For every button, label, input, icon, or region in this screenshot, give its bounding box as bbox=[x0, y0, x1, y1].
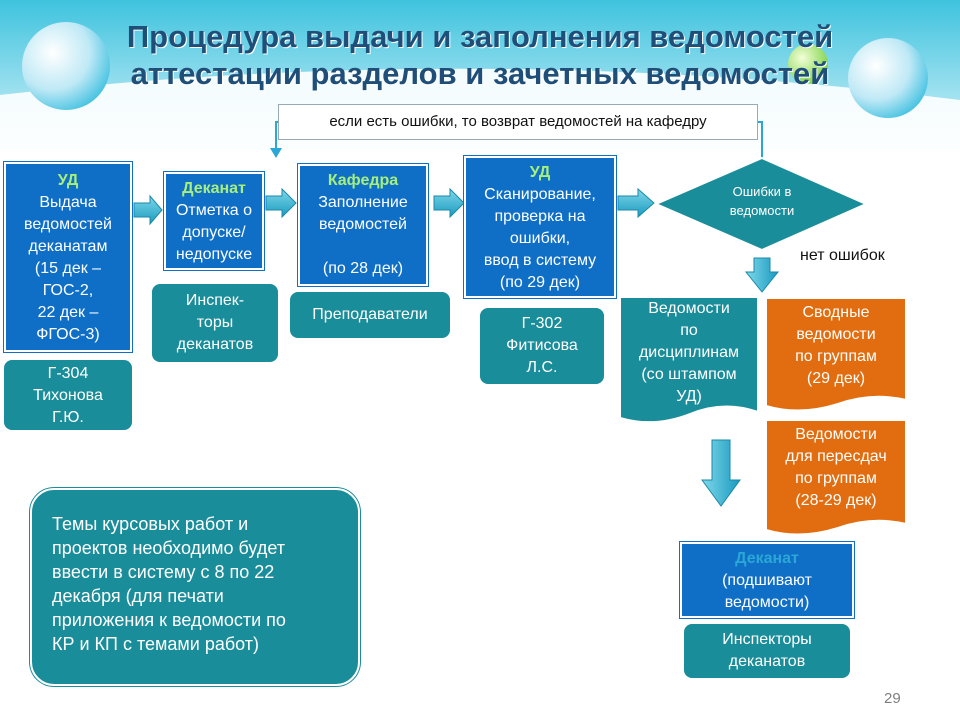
responsible-line: Инспек- bbox=[185, 292, 245, 309]
feedback-banner: если есть ошибки, то возврат ведомостей … bbox=[278, 104, 758, 140]
step-line: ГОС-2, bbox=[42, 282, 94, 299]
step-ud-scanning: УД Сканирование, проверка на ошибки, вво… bbox=[464, 156, 616, 298]
step-line: деканатам bbox=[28, 238, 108, 255]
decision-text: Ошибки в ведомости bbox=[700, 182, 824, 226]
doc-line: по группам bbox=[795, 470, 877, 487]
no-errors-label: нет ошибок bbox=[800, 247, 885, 264]
responsible-line: Инспекторы bbox=[722, 631, 812, 648]
step-dekanat-binding: Деканат (подшивают ведомости) bbox=[680, 542, 854, 618]
responsible-kafedra-filling: Преподаватели bbox=[290, 292, 450, 338]
step-line: Выдача bbox=[39, 194, 97, 211]
step-line: ошибки, bbox=[509, 230, 571, 247]
doc-line: для пересдач bbox=[785, 448, 887, 465]
step-line: ведомостей bbox=[24, 216, 112, 233]
step-line: 22 дек – bbox=[37, 304, 99, 321]
decision-diamond bbox=[653, 156, 869, 252]
note-line: КР и КП с темами работ) bbox=[52, 634, 260, 654]
doc-line: Ведомости bbox=[795, 426, 877, 443]
document-shape bbox=[765, 419, 907, 536]
step-line: (15 дек – bbox=[34, 260, 102, 277]
doc-line: (со штампом bbox=[641, 366, 737, 383]
step-line: (по 28 дек) bbox=[322, 260, 404, 277]
step-header: УД bbox=[57, 172, 79, 189]
doc-line: Сводные bbox=[802, 304, 870, 321]
step-kafedra-filling: Кафедра Заполнение ведомостей (по 28 дек… bbox=[298, 164, 428, 286]
doc-line: ведомости bbox=[796, 326, 876, 343]
bubble-decoration bbox=[848, 38, 928, 118]
doc-summary: Сводные ведомости по группам (29 дек) bbox=[766, 302, 906, 398]
decision-line: ведомости bbox=[729, 203, 795, 218]
doc-retake: Ведомости для пересдач по группам (28-29… bbox=[766, 424, 906, 520]
title-line-1: Процедура выдачи и заполнения ведомостей bbox=[126, 19, 834, 54]
step-header: Деканат bbox=[182, 180, 246, 197]
step-line: допуске/ bbox=[182, 224, 246, 241]
feedback-line bbox=[758, 121, 763, 160]
step-header: УД bbox=[529, 164, 551, 181]
responsible-line: Г-302 bbox=[521, 315, 563, 332]
bubble-decoration bbox=[788, 44, 828, 84]
responsible-dekanat-admission: Инспек- торы деканатов bbox=[152, 284, 278, 362]
step-line: ведомостей bbox=[319, 216, 407, 233]
step-line: проверка на bbox=[494, 208, 586, 225]
step-line: ввод в систему bbox=[483, 252, 597, 269]
step-line: недопуске bbox=[175, 246, 253, 263]
title-line-2: аттестации разделов и зачетных ведомосте… bbox=[130, 56, 830, 91]
responsible-line: деканатов bbox=[728, 653, 806, 670]
step-header: Кафедра bbox=[327, 172, 399, 189]
step-line: Отметка о bbox=[175, 202, 253, 219]
doc-by-discipline: Ведомости по дисциплинам (со штампом УД) bbox=[620, 298, 758, 408]
arrow-right bbox=[133, 187, 655, 226]
responsible-ud-issue: Г-304 Тихонова Г.Ю. bbox=[4, 360, 132, 430]
responsible-line: Фитисова bbox=[506, 337, 578, 354]
responsible-line: деканатов bbox=[176, 336, 254, 353]
document-shape bbox=[619, 296, 759, 424]
doc-line: по bbox=[680, 322, 698, 339]
responsible-line: Г-304 bbox=[47, 365, 89, 382]
responsible-line: Г.Ю. bbox=[52, 409, 84, 426]
step-line: Сканирование, bbox=[484, 186, 596, 203]
responsible-dekanat-binding: Инспекторы деканатов bbox=[684, 624, 850, 678]
note-line: проектов необходимо будет bbox=[52, 538, 285, 558]
coursework-note: Темы курсовых работ и проектов необходим… bbox=[30, 488, 360, 686]
step-ud-issue: УД Выдача ведомостей деканатам (15 дек –… bbox=[4, 162, 132, 352]
note-line: декабря (для печати bbox=[52, 586, 224, 606]
note-line: Темы курсовых работ и bbox=[52, 514, 249, 534]
doc-line: УД) bbox=[676, 388, 702, 405]
feedback-line bbox=[275, 121, 278, 150]
step-line: (подшивают bbox=[722, 572, 812, 589]
doc-line: (28-29 дек) bbox=[795, 492, 877, 509]
doc-line: (29 дек) bbox=[806, 370, 866, 387]
responsible-line: Л.С. bbox=[526, 359, 558, 376]
bubble-decoration bbox=[22, 22, 110, 110]
document-shape bbox=[765, 297, 907, 412]
arrow-down bbox=[701, 257, 780, 507]
responsible-line: Тихонова bbox=[33, 387, 103, 404]
step-line: Заполнение bbox=[318, 194, 408, 211]
step-dekanat-admission: Деканат Отметка о допуске/ недопуске bbox=[164, 172, 264, 270]
responsible-ud-scanning: Г-302 Фитисова Л.С. bbox=[480, 308, 604, 384]
note-line: ввести в систему с 8 по 22 bbox=[52, 562, 275, 582]
step-line bbox=[300, 236, 426, 258]
step-line: ФГОС-3) bbox=[36, 326, 100, 343]
responsible-line: торы bbox=[196, 314, 234, 331]
page-title: Процедура выдачи и заполнения ведомостей… bbox=[60, 18, 900, 92]
doc-line: дисциплинам bbox=[638, 344, 740, 361]
feedback-arrowhead bbox=[270, 148, 282, 158]
responsible-line: Преподаватели bbox=[312, 306, 428, 323]
doc-line: по группам bbox=[795, 348, 877, 365]
decision-line: Ошибки в bbox=[732, 184, 792, 199]
step-line: ведомости) bbox=[724, 594, 810, 611]
doc-line: Ведомости bbox=[648, 300, 730, 317]
step-header: Деканат bbox=[735, 550, 799, 567]
page-number: 29 bbox=[884, 690, 901, 707]
note-line: приложения к ведомости по bbox=[52, 610, 286, 630]
step-line: (по 29 дек) bbox=[499, 274, 581, 291]
